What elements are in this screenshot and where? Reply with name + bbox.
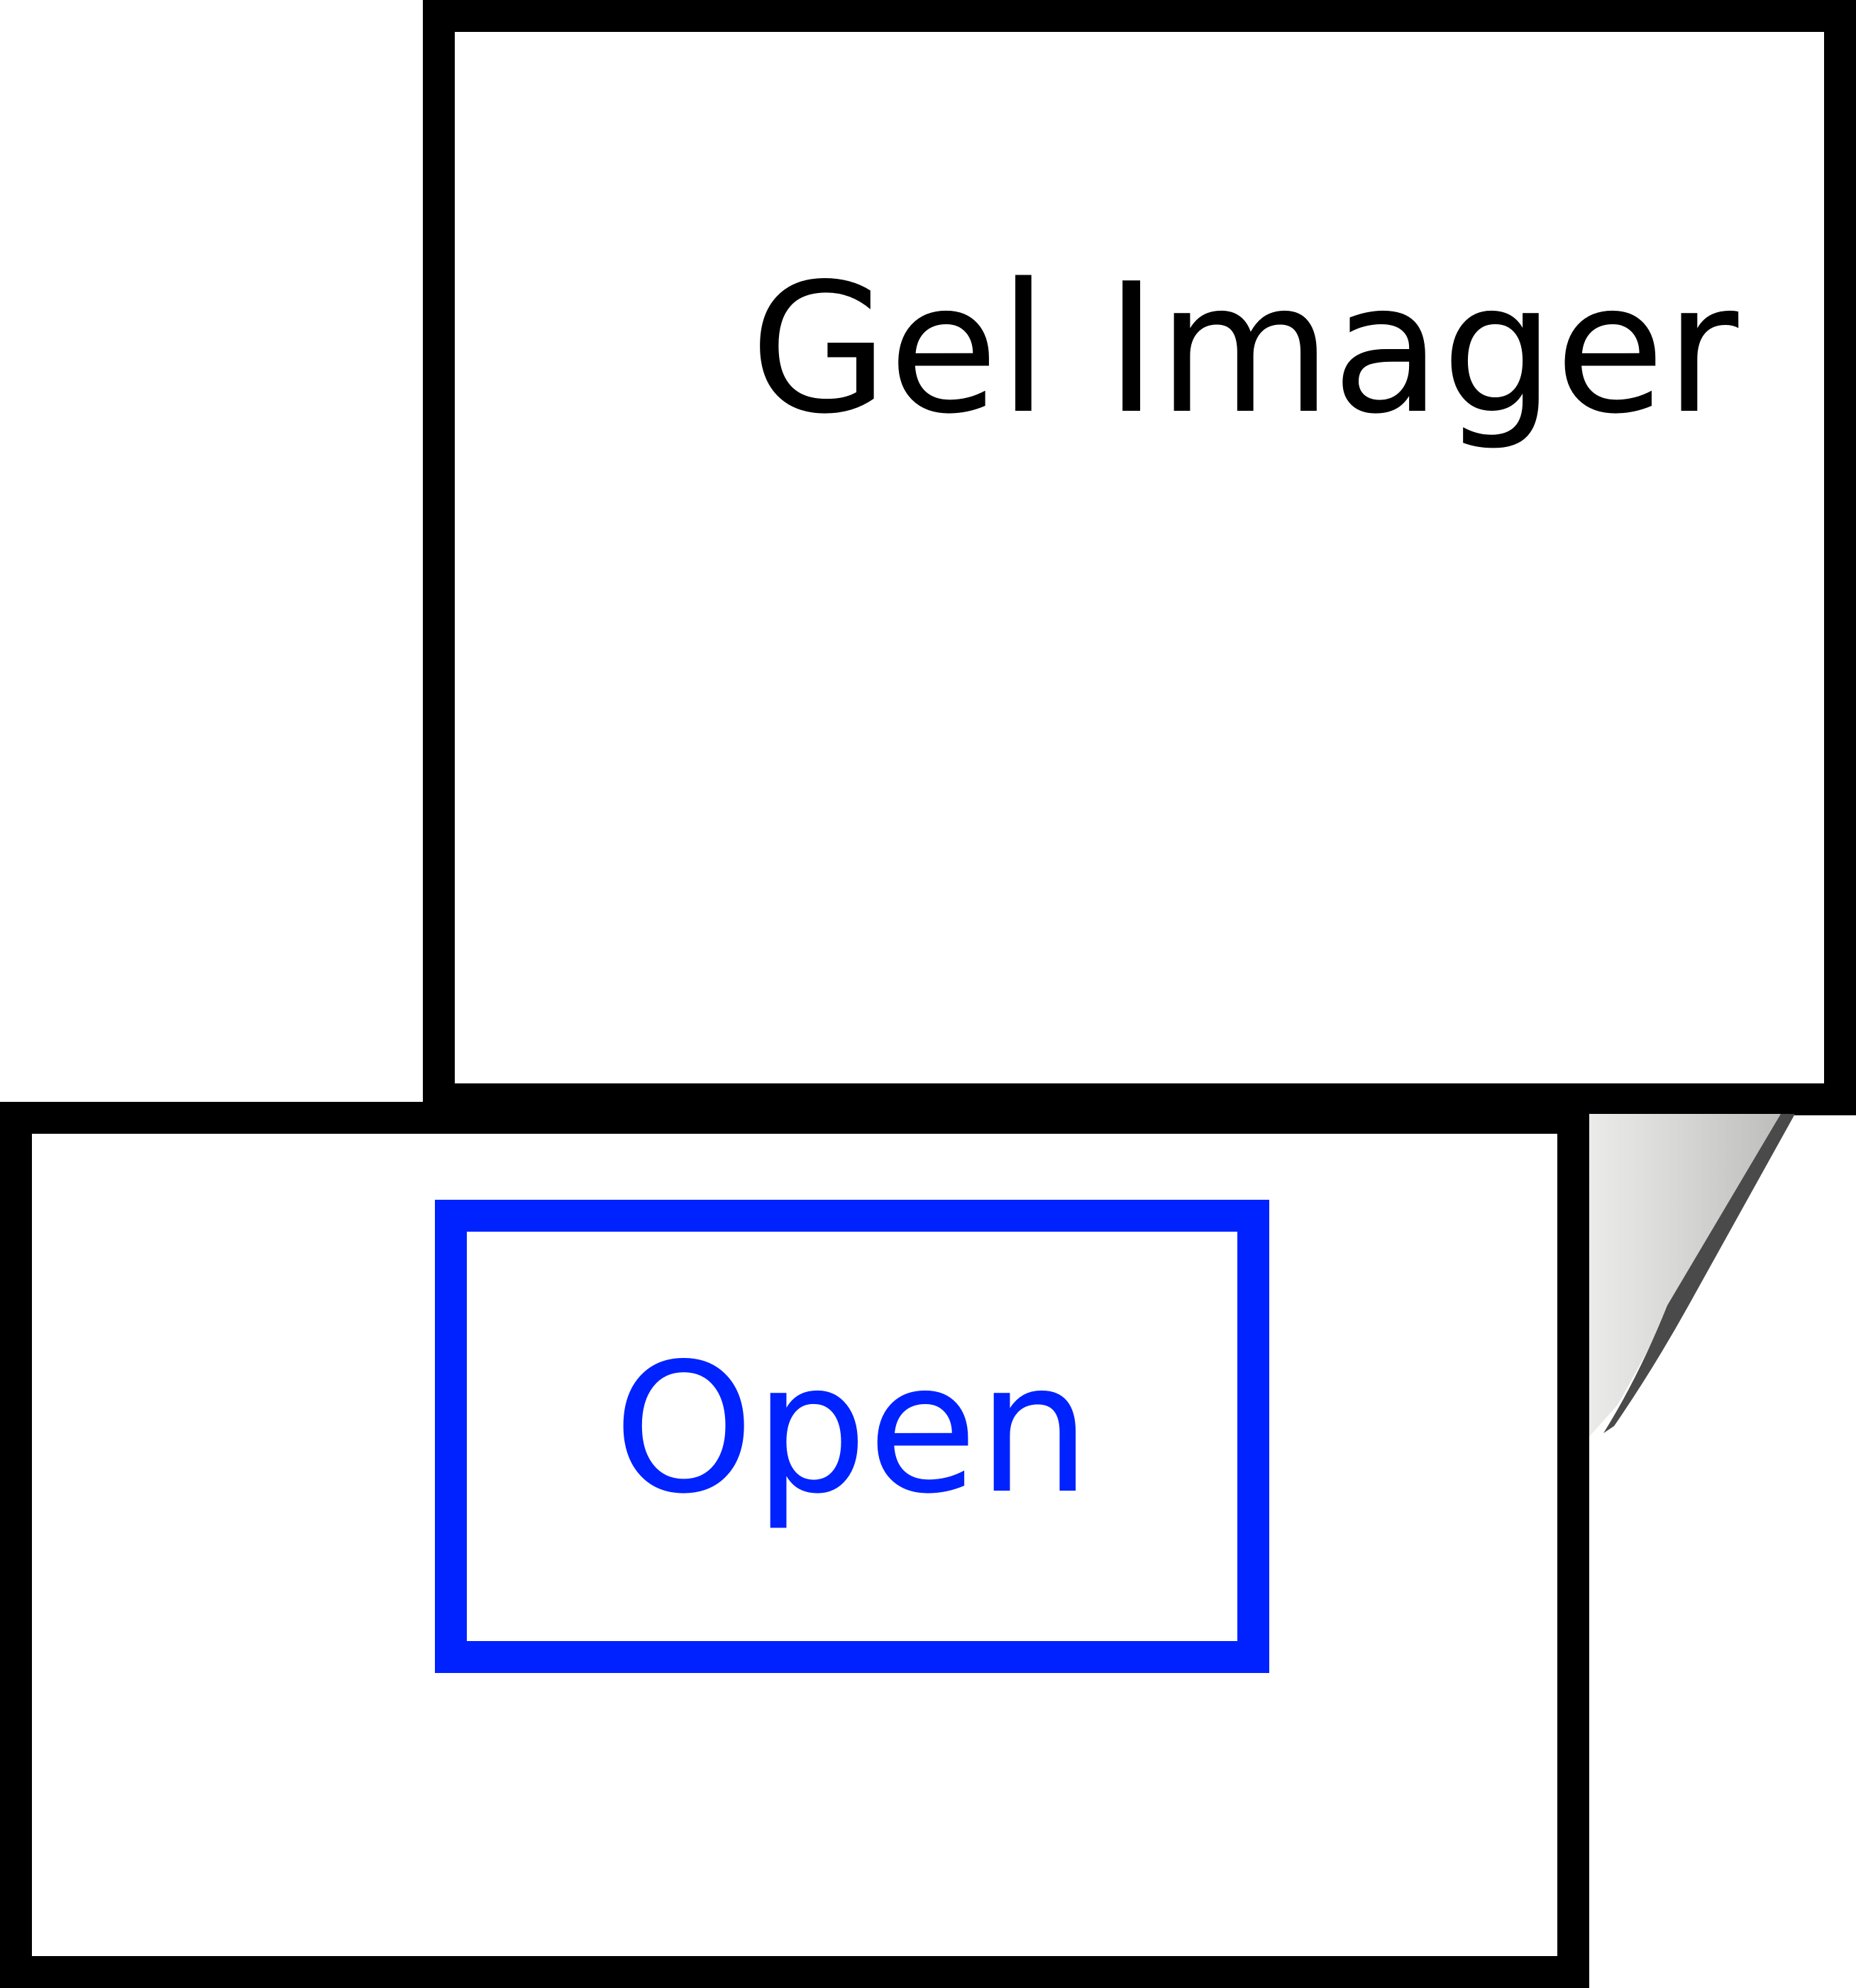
- page-curl-graphic: [1561, 1114, 1795, 1469]
- open-button-label: Open: [613, 1325, 1091, 1533]
- panel-title: Gel Imager: [750, 245, 1739, 453]
- open-button[interactable]: Open: [435, 1200, 1269, 1673]
- action-panel: Open: [0, 1102, 1589, 1988]
- gel-imager-panel: Gel Imager: [423, 0, 1856, 1115]
